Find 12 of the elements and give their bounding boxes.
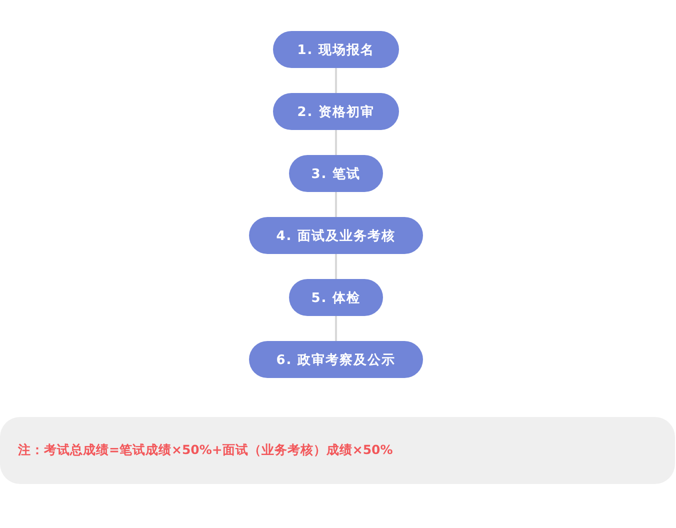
step-pill: 6. 政审考察及公示 (249, 341, 423, 378)
connector-line (335, 316, 337, 341)
connector-line (335, 68, 337, 93)
step-pill: 2. 资格初审 (273, 93, 399, 130)
step-pill: 3. 笔试 (289, 155, 383, 192)
step-pill: 5. 体检 (289, 279, 383, 316)
connector-line (335, 254, 337, 279)
connector-line (335, 192, 337, 217)
step-pill: 4. 面试及业务考核 (249, 217, 423, 254)
note-panel: 注：考试总成绩=笔试成绩×50%+面试（业务考核）成绩×50% (0, 417, 675, 484)
step-pill: 1. 现场报名 (273, 31, 399, 68)
connector-line (335, 130, 337, 155)
